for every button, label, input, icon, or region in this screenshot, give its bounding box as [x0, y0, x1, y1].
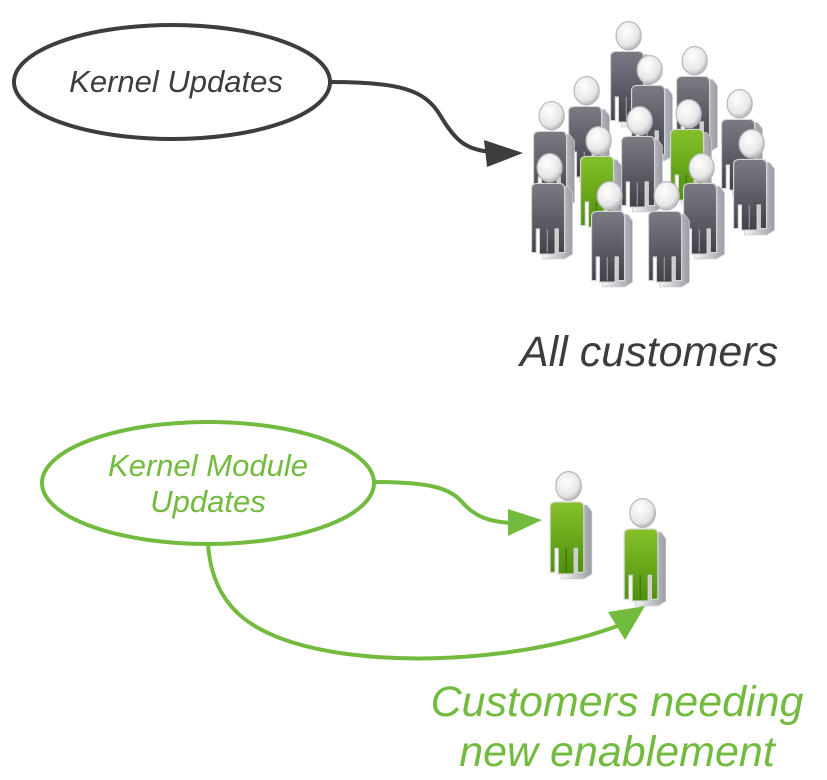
customers-needing-enablement-label-line1: Customers needing — [431, 678, 804, 726]
arrowhead-icon — [508, 509, 542, 536]
customers-needing-enablement-label-line2: new enablement — [459, 728, 777, 776]
all-customers-label: All customers — [517, 328, 778, 376]
kernel-updates-arrow — [329, 80, 523, 167]
kernel-module-updates-label-line1: Kernel Module — [108, 448, 308, 483]
person-enabled-icon — [549, 470, 593, 580]
arrowhead-icon — [608, 606, 645, 640]
customers-needing-enablement-group — [549, 470, 667, 607]
kernel-module-updates-node: Kernel Module Updates — [40, 420, 376, 546]
arrow-line — [206, 542, 621, 661]
arrow-line — [371, 480, 513, 525]
arrow-line — [329, 80, 493, 154]
kernel-module-updates-label-line2: Updates — [150, 484, 265, 519]
person-icon — [732, 128, 776, 236]
kernel-updates-node: Kernel Updates — [12, 23, 332, 141]
module-update-arrow-second — [206, 542, 645, 661]
arrowhead-icon — [484, 140, 523, 167]
kernel-updates-label: Kernel Updates — [69, 64, 283, 99]
kernel-module-updates-ellipse — [40, 420, 376, 546]
all-customers-crowd — [530, 20, 776, 288]
module-update-arrow-first — [371, 480, 542, 536]
person-enabled-icon — [623, 497, 667, 607]
